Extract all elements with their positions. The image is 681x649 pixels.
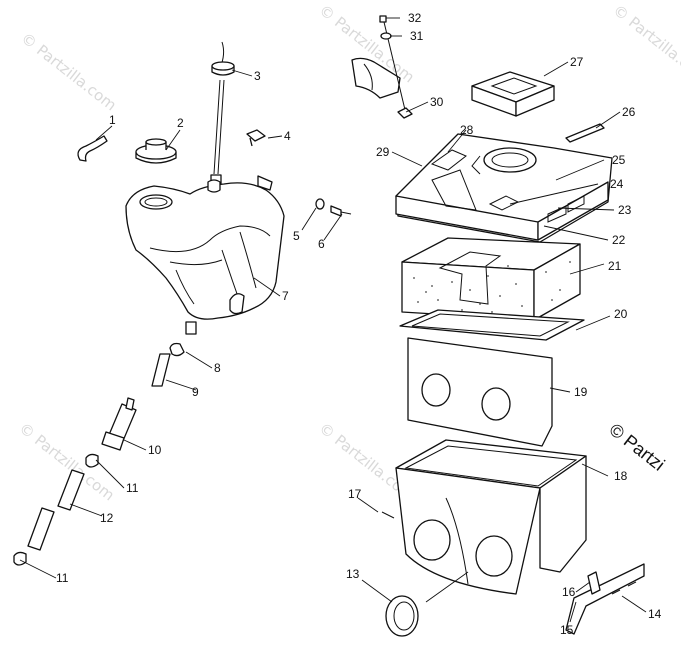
callout-number: 5	[293, 229, 300, 243]
vent-hose	[77, 135, 108, 162]
callout-number: 28	[460, 123, 474, 137]
fuel-hose	[27, 507, 55, 551]
callout-number: 7	[282, 289, 289, 303]
callout-number: 19	[574, 385, 588, 399]
callout-number: 9	[192, 385, 199, 399]
callout-number: 22	[612, 233, 626, 247]
brand-watermark: © Partzi	[606, 419, 669, 474]
filter-plate	[407, 337, 553, 447]
callout-number: 1	[109, 113, 116, 127]
fuel-valve	[101, 397, 137, 451]
intake-elbow	[351, 57, 401, 99]
callout-number: 25	[612, 153, 626, 167]
callout-number: 26	[622, 105, 636, 119]
small-washer	[380, 32, 392, 40]
fuel-tank	[125, 175, 285, 335]
fuel-cap	[135, 138, 177, 164]
callout-number: 2	[177, 116, 184, 130]
airbox-cover	[395, 133, 613, 243]
spring-clip	[587, 571, 601, 595]
filter-gasket	[399, 309, 585, 341]
callout-number: 10	[148, 443, 162, 457]
foam-filter	[401, 237, 581, 321]
callout-number: 29	[376, 145, 390, 159]
leader-lines	[19, 17, 647, 623]
fuel-gauge	[210, 41, 235, 188]
callout-number: 15	[560, 623, 574, 637]
callout-number: 20	[614, 307, 628, 321]
hose-clamp	[85, 453, 99, 468]
callout-number: 13	[346, 567, 360, 581]
fuel-line	[151, 353, 171, 387]
callout-number: 32	[408, 11, 422, 25]
fuel-hose	[57, 469, 85, 511]
callout-number: 24	[610, 177, 624, 191]
foam-pad	[471, 71, 555, 117]
callout-number: 17	[348, 487, 362, 501]
callout-number: 11	[126, 481, 139, 495]
callout-number: 16	[562, 585, 576, 599]
watermark: © Partzilla.com	[610, 1, 681, 86]
tank-bolt	[330, 205, 352, 217]
callout-number: 3	[254, 69, 261, 83]
airbox-base	[395, 439, 587, 595]
small-screw	[381, 511, 395, 519]
grommet	[397, 107, 413, 119]
clip-part	[246, 129, 266, 147]
watermark: © Partzilla.com	[18, 29, 120, 114]
callout-number: 21	[608, 259, 622, 273]
callout-number: 27	[570, 55, 584, 69]
callout-number: 14	[648, 607, 662, 621]
callout-number: 31	[410, 29, 424, 43]
hose-clamp	[169, 342, 185, 357]
washer	[315, 198, 325, 210]
callout-number: 4	[284, 129, 291, 143]
callout-number: 11	[56, 571, 69, 585]
callout-number: 12	[100, 511, 114, 525]
callout-number: 23	[618, 203, 632, 217]
callout-labels: 1 2 3 4 5 6 7 8 9 10 11 11 12 13 14 15 1…	[56, 11, 662, 637]
hose-clamp	[13, 551, 27, 566]
intake-boot	[385, 595, 419, 637]
small-screw	[379, 15, 387, 23]
callout-number: 30	[430, 95, 444, 109]
callout-number: 6	[318, 237, 325, 251]
mount-bracket	[565, 563, 645, 635]
callout-number: 18	[614, 469, 628, 483]
seal-strip	[565, 123, 605, 143]
callout-number: 8	[214, 361, 221, 375]
